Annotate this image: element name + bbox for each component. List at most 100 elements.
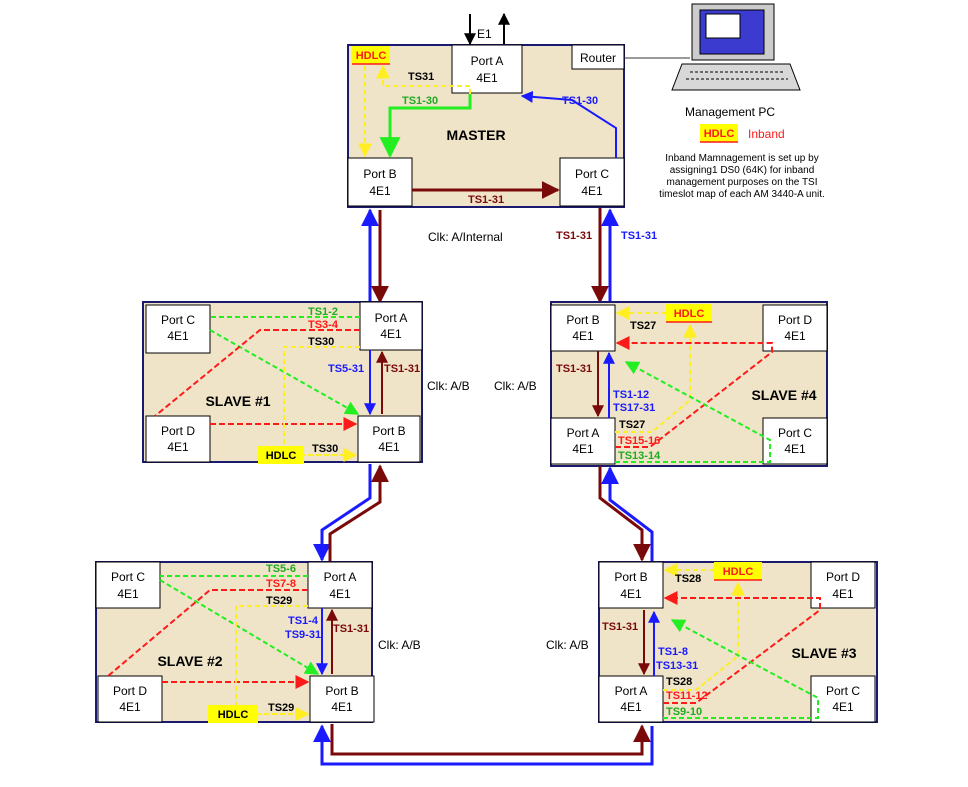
slave3-port-c [810,675,876,723]
management-hdlc-box [700,124,738,142]
master-port-c-type: 4E1 [581,184,603,198]
slave2-hdlc-box [208,705,258,723]
master-unit: Router Port A 4E1 Port B 4E1 Port C 4E1 … [347,44,625,208]
slave3-port-c-type: 4E1 [832,700,854,714]
master-port-c-name: Port C [575,167,609,181]
slave4-port-d-type: 4E1 [784,329,806,343]
slave1-yellow [283,346,360,462]
slave2-ts2: TS7-8 [266,578,296,590]
master-port-a [451,44,523,94]
link-m-s4-ts-right: TS1-31 [621,230,657,242]
master-ts-b-c: TS1-31 [468,194,504,206]
slave3-port-a-type: 4E1 [620,700,642,714]
management-hdlc-label: HDLC [704,128,735,140]
master-port-c [559,157,625,207]
master-router-label: Router [580,51,616,65]
master-blue-path [520,90,617,158]
slave1-ts3: TS30 [308,336,334,348]
slave1-port-b [357,415,421,463]
slave3-title: SLAVE #3 [791,645,856,661]
master-hdlc-path [376,64,471,94]
slave1-port-a-name: Port A [375,311,408,325]
master-title: MASTER [446,127,505,143]
slave4-clk: Clk: A/B [494,379,537,393]
link-s2-s3-blue [313,724,654,766]
slave4-title: SLAVE #4 [751,387,816,403]
slave3-port-c-name: Port C [826,684,860,698]
slave1-unit: Port C 4E1 Port A 4E1 Port D 4E1 Port B … [142,301,423,464]
slave2-port-d [97,675,163,723]
slave3-ts4: TS13-31 [656,660,698,672]
link-s4-s3-blue [601,466,654,562]
link-s4-s3-darkred [598,466,651,562]
e1-label: E1 [477,27,492,41]
slave4-ts7: TS13-14 [618,450,661,462]
slave1-port-d-name: Port D [161,424,195,438]
management-note: Inband Mamnagement is set up by assignin… [659,153,825,200]
slave3-ts1: TS28 [675,573,701,585]
slave2-port-a-name: Port A [324,570,357,584]
slave4-port-d-name: Port D [778,313,812,327]
slave4-port-c-type: 4E1 [784,442,806,456]
slave4-red [615,336,773,448]
slave4-ts6: TS15-16 [618,435,660,447]
slave4-port-a-name: Port A [567,426,600,440]
slave2-ts7: TS29 [268,702,294,714]
slave2-port-b [309,675,375,723]
slave3-port-d [810,561,876,609]
slave2-port-d-name: Port D [113,684,147,698]
slave3-red [663,591,821,704]
slave1-hdlc-box [258,446,304,464]
slave4-hdlc-box [666,304,712,322]
slave1-port-a [359,301,423,351]
slave3-hdlc-box [714,562,762,580]
slave1-ts6: TS30 [312,443,338,455]
slave1-clk: Clk: A/B [427,379,470,393]
slave3-port-a [598,675,664,723]
slave2-clk: Clk: A/B [378,638,421,652]
slave4-port-c [762,417,828,465]
slave1-hdlc-label: HDLC [266,450,297,462]
slave1-port-d [145,415,211,463]
slave1-title: SLAVE #1 [205,393,270,409]
slave4-ts2: TS1-31 [556,363,592,375]
master-hdlc-label: HDLC [356,50,387,62]
slave3-ts7: TS9-10 [666,706,702,718]
slave4-green [615,361,771,463]
slave2-port-a [307,561,373,609]
master-port-a-type: 4E1 [476,71,498,85]
master-router-box [571,44,625,70]
slave4-ts5: TS27 [619,419,645,431]
slave2-port-b-type: 4E1 [331,700,353,714]
slave4-port-c-name: Port C [778,426,812,440]
slave3-ts3: TS1-8 [658,646,688,658]
slave4-ts1: TS27 [630,320,656,332]
slave3-ts6: TS11-12 [666,690,708,702]
slave1-ts2: TS3-4 [308,319,339,331]
slave3-yellow-2 [663,581,745,691]
slave1-port-b-name: Port B [372,424,405,438]
master-ts-a-b: TS1-30 [402,95,438,107]
master-port-b-name: Port B [363,167,396,181]
slave3-port-b-name: Port B [614,570,647,584]
master-ts-c-a: TS1-30 [562,95,598,107]
slave1-port-c [145,304,211,354]
slave4-port-d [762,304,828,352]
slave4-hdlc-label: HDLC [674,308,705,320]
slave4-port-b-type: 4E1 [572,329,594,343]
slave3-ts5: TS28 [666,676,692,688]
management-inband-label: Inband [748,127,785,141]
slave2-ts4: TS1-4 [288,615,319,627]
slave3-port-b-type: 4E1 [620,587,642,601]
link-s1-s2-blue [313,464,372,562]
slave2-port-c-name: Port C [111,570,145,584]
slave1-ts1: TS1-2 [308,306,338,318]
slave1-port-c-type: 4E1 [167,329,189,343]
slave3-unit: Port B 4E1 Port D 4E1 Port A 4E1 Port C … [598,561,878,723]
slave2-port-c [95,561,161,609]
slave3-port-a-name: Port A [615,684,648,698]
slave4-ts3: TS1-12 [613,389,649,401]
slave2-red-1 [107,589,308,677]
slave4-port-b-name: Port B [566,313,599,327]
slave4-ts4: TS17-31 [613,402,655,414]
